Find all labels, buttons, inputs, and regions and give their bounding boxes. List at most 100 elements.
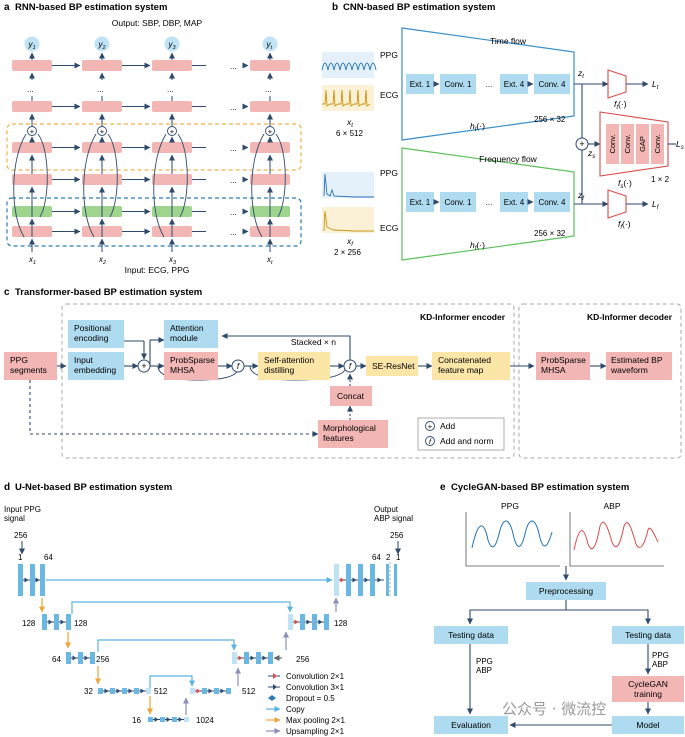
add-norm-symbol-1: f: [237, 362, 240, 371]
hf-symbol: h: [470, 240, 475, 250]
input-size: 256: [14, 531, 28, 540]
estimated-bp-waveform-box: [606, 352, 672, 380]
feature-map: [78, 652, 83, 664]
probsparse-mhsa-box: [164, 352, 218, 380]
add-node-glyph: +: [170, 127, 175, 136]
add-node-icon: [167, 126, 177, 136]
feature-map: [256, 652, 261, 664]
feature-map: [370, 564, 375, 596]
lt-sub: t: [657, 85, 659, 91]
feature-map: [214, 688, 219, 694]
panel-c: c Transformer-based BP estimation system…: [4, 287, 682, 459]
feature-map: [172, 717, 177, 722]
conv3-marker: [24, 577, 29, 583]
head-block-label: Conv.: [653, 134, 662, 153]
feature-map: [98, 688, 103, 694]
rnn-cell: [12, 142, 52, 153]
legend-conv2: Convolution 2×1: [286, 672, 345, 681]
decoder-probsparse-box: [536, 352, 590, 380]
encoder-block: [500, 74, 528, 94]
head-block-label: GAP: [638, 136, 647, 152]
ecg-freq-label: ECG: [380, 223, 398, 233]
copy-arrow: [149, 675, 195, 688]
skip-connection: [37, 133, 48, 218]
freq-flow-encoder: [401, 147, 575, 261]
feature-map: [386, 564, 389, 596]
decoder-dashed-frame: [518, 303, 682, 459]
head-block: [606, 124, 619, 164]
fusion-add-symbol: +: [579, 139, 584, 149]
encoder-block: [406, 74, 434, 94]
channel-label: 1: [18, 553, 23, 562]
rnn-cell: [12, 174, 52, 185]
feature-map: [18, 564, 23, 596]
ft-head: [607, 69, 627, 99]
feature-map: [54, 614, 59, 630]
testing-data-right-label: Testing data: [625, 630, 671, 640]
feature-map: [134, 688, 139, 694]
rnn-cell: [82, 60, 122, 71]
ft-sub: t: [616, 105, 618, 111]
feature-map: [122, 688, 127, 694]
conv3-marker: [60, 619, 65, 625]
skip-connection: [275, 133, 286, 218]
channel-label: 64: [52, 655, 61, 664]
legend-maxpool: Max pooling 2×1: [286, 716, 345, 725]
svg-text:xf: xf: [346, 236, 354, 248]
watermark: 公众号 · 微流控: [502, 700, 607, 718]
feature-map: [66, 614, 71, 630]
encoder-block: [534, 192, 570, 212]
legend-add-norm-icon: [425, 436, 435, 446]
positional-encoding-box: [68, 320, 124, 348]
ff-symbol: f: [618, 219, 622, 229]
svg-text:Lt: Lt: [652, 79, 659, 91]
decoder-title: KD-Informer decoder: [587, 312, 673, 322]
zt-symbol: z: [577, 68, 583, 78]
panel-b: b CNN-based BP estimation system PPG ECG…: [321, 2, 684, 261]
blue-dashed-group: [6, 197, 302, 247]
ppg-freq-spectrum: [323, 173, 374, 198]
ppg-time-waveform: [321, 62, 377, 71]
encoder-block: [500, 192, 528, 212]
channel-label: 128: [334, 619, 348, 628]
channel-label: 32: [84, 687, 93, 696]
input-node-label: x1: [28, 255, 36, 266]
feature-map: [312, 614, 317, 630]
evaluation-label: Evaluation: [451, 720, 491, 730]
head-block: [651, 124, 664, 164]
add-node-icon: [265, 126, 275, 136]
conv3-marker: [364, 577, 369, 583]
ft-symbol: f: [614, 99, 618, 109]
skip-connection: [177, 133, 188, 218]
encoder-block-label: Conv. 4: [539, 80, 567, 89]
fs-sub: s: [620, 184, 623, 190]
vertical-ellipsis: ...: [167, 85, 174, 94]
conv3-marker: [154, 717, 159, 722]
rnn-cell-grid: y1+...x1y2+...x2y3..................+...…: [12, 36, 290, 266]
conv3-marker: [140, 688, 145, 694]
ppg-plot-title: PPG: [501, 501, 519, 511]
feature-map: [202, 688, 207, 694]
add-norm-circle-2: [343, 359, 357, 373]
panel-a-output-label: Output: SBP, DBP, MAP: [112, 18, 203, 28]
zf-symbol: z: [577, 190, 583, 200]
legend-add-icon: [425, 421, 435, 431]
unet-legend: Convolution 2×1 Convolution 3×1 Dropout …: [266, 672, 345, 736]
fs-head: [599, 111, 669, 177]
zt-sub: t: [582, 74, 584, 80]
ls-symbol: L: [676, 139, 681, 149]
conv2-marker: [196, 688, 201, 694]
add-node-glyph: +: [268, 127, 273, 136]
skip-connection: [107, 133, 118, 218]
rnn-cell: [82, 142, 122, 153]
feature-map: [300, 614, 305, 630]
input-node-label: xt: [266, 255, 273, 266]
feature-map: [244, 652, 249, 664]
concatenated-feature-map-box: [432, 352, 510, 380]
